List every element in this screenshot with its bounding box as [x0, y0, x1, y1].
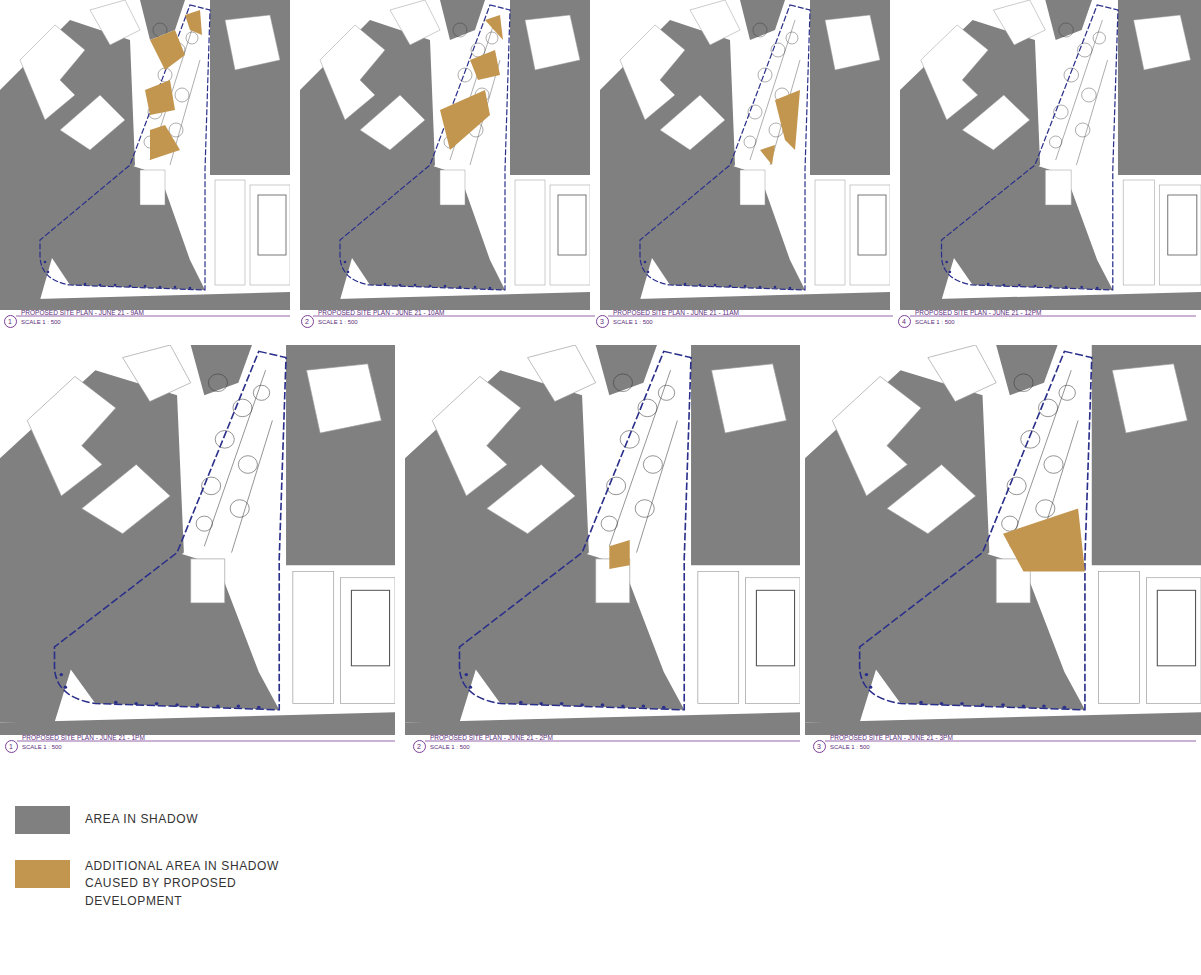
scale-note: SCALE 1 : 500: [430, 744, 470, 751]
view-title: PROPOSED SITE PLAN - JUNE 21 - 3PM: [830, 734, 953, 741]
callout-number: 2: [413, 740, 426, 753]
view-title: PROPOSED SITE PLAN - JUNE 21 - 2PM: [430, 734, 553, 741]
scale-note: SCALE 1 : 500: [613, 319, 653, 326]
legend-swatch: [15, 860, 70, 888]
scale-note: SCALE 1 : 500: [21, 319, 61, 326]
callout-number: 1: [4, 315, 17, 328]
scale-note: SCALE 1 : 500: [22, 744, 62, 751]
view-title: PROPOSED SITE PLAN - JUNE 21 - 10AM: [318, 309, 444, 316]
scale-note: SCALE 1 : 500: [915, 319, 955, 326]
callout-number: 3: [596, 315, 609, 328]
scale-note: SCALE 1 : 500: [318, 319, 358, 326]
callout-number: 1: [5, 740, 18, 753]
scale-note: SCALE 1 : 500: [830, 744, 870, 751]
legend-text: ADDITIONAL AREA IN SHADOW CAUSED BY PROP…: [85, 858, 285, 910]
callout-number: 3: [813, 740, 826, 753]
view-title: PROPOSED SITE PLAN - JUNE 21 - 1PM: [22, 734, 145, 741]
view-title: PROPOSED SITE PLAN - JUNE 21 - 9AM: [21, 309, 144, 316]
callout-number: 4: [898, 315, 911, 328]
view-title: PROPOSED SITE PLAN - JUNE 21 - 12PM: [915, 309, 1041, 316]
callout-number: 2: [301, 315, 314, 328]
view-title: PROPOSED SITE PLAN - JUNE 21 - 11AM: [613, 309, 739, 316]
legend-swatch: [15, 806, 70, 834]
legend-text: AREA IN SHADOW: [85, 811, 285, 828]
